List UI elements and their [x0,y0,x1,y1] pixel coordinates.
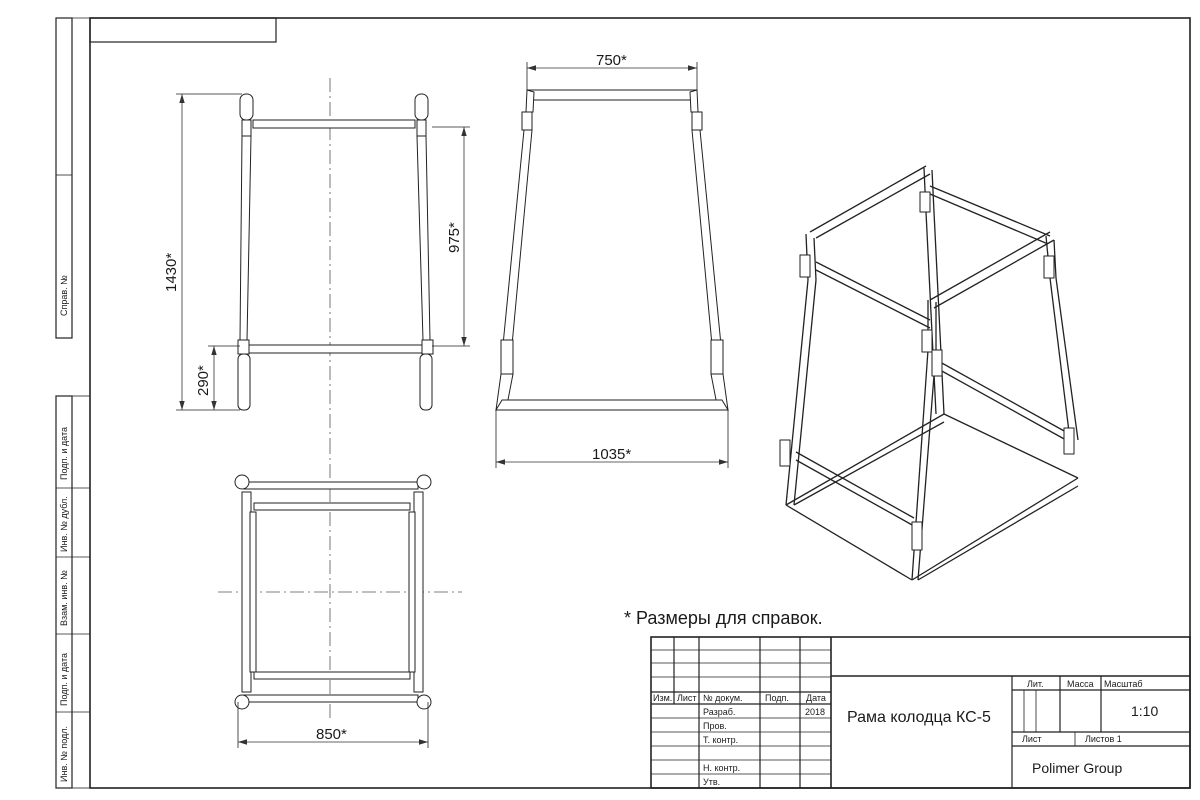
sheet-label: Лист [1022,734,1042,744]
side-label-podp-data-2: Подп. и дата [59,653,69,706]
mass-label: Масса [1067,679,1094,689]
row-utv: Утв. [703,777,720,787]
dim-front-bottom: 290* [195,365,212,396]
reference-note: * Размеры для справок. [624,608,823,628]
drawing-title: Рама колодца КС-5 [847,709,991,726]
side-label-inv-podl: Инв. № подл. [59,726,69,782]
side-label-podp-data-1: Подп. и дата [59,427,69,480]
side-view: 750* 1035* 975* [432,52,729,468]
lit-label: Лит. [1027,679,1044,689]
row-year: 2018 [805,707,825,717]
header-podp: Подп. [765,693,789,703]
dim-front-height: 1430* [163,253,180,292]
scale-value: 1:10 [1131,703,1158,719]
company-name: Polimer Group [1032,760,1122,776]
side-label-vzam-inv: Взам. инв. № [59,570,69,626]
dim-side-top-width: 750* [596,52,627,69]
plan-view: 850* [218,440,462,748]
row-razrab: Разраб. [703,707,735,717]
title-block: Изм. Лист № докум. Подп. Дата Разраб. 20… [650,636,1191,789]
header-izm: Изм. [653,693,672,703]
top-left-stamp [89,17,277,43]
row-n-kontr: Н. контр. [703,763,740,773]
side-label-sprav: Справ. № [59,275,69,316]
isometric-view [779,165,1079,581]
side-stamp-strip: Справ. № Подп. и дата Инв. № дубл. Взам.… [55,17,91,789]
row-t-kontr: Т. контр. [703,735,738,745]
row-prov: Пров. [703,721,727,731]
scale-label: Масштаб [1104,679,1143,689]
header-list: Лист [677,693,697,703]
header-doc-no: № докум. [703,693,743,703]
dim-side-height: 975* [446,222,463,253]
side-label-inv-dubl: Инв. № дубл. [59,496,69,552]
dim-side-bottom-width: 1035* [592,446,631,463]
sheets-count: Листов 1 [1085,734,1122,744]
front-view: 1430* 290* [163,78,434,440]
dim-plan-width: 850* [316,726,347,743]
header-date: Дата [806,693,826,703]
